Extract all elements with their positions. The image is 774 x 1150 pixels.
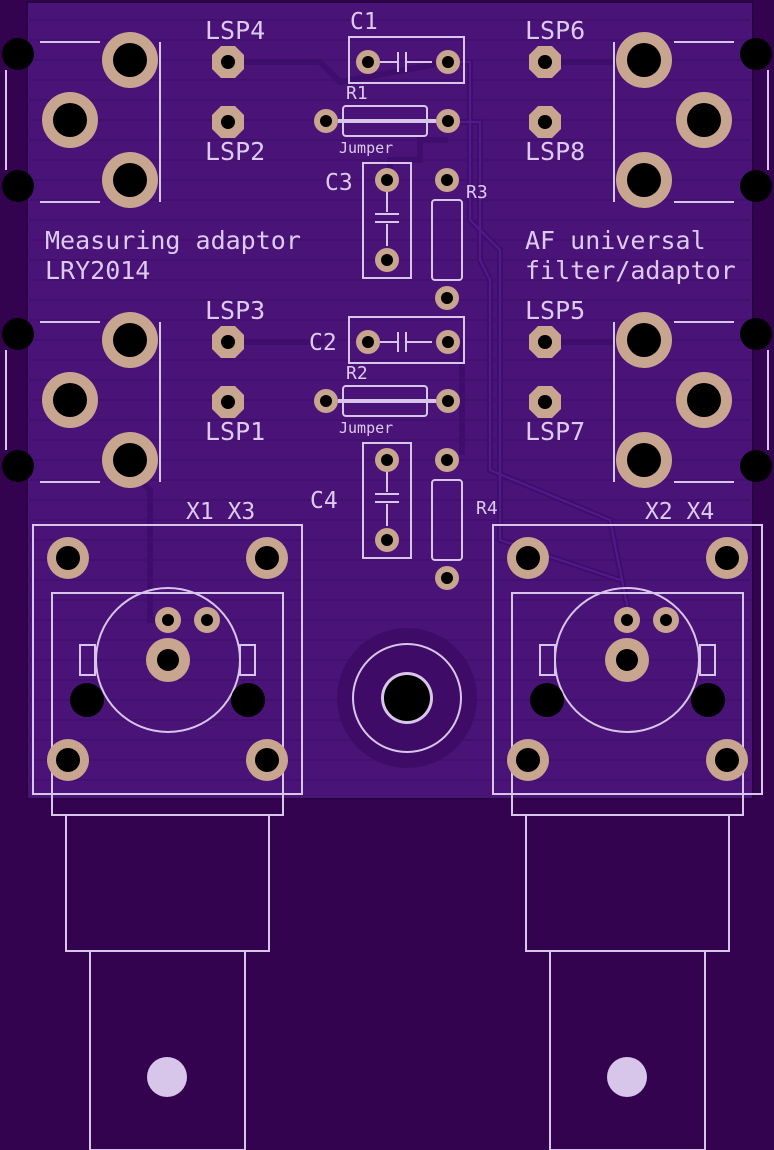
label-c2: C2 [309,330,337,356]
resistor-r3 [431,168,463,310]
title-left-line2: LRY2014 [45,256,150,285]
terminal-block-upper-right [613,32,772,208]
label-lsp1: LSP1 [205,417,265,446]
terminal-block-lower-left [2,312,161,488]
title-right-line1: AF universal [525,226,706,255]
bnc-connector-right [492,524,763,1150]
lsp-pads [212,46,561,418]
label-r1: R1 [346,83,368,104]
title-right-line2: filter/adaptor [525,256,736,285]
label-jumper-1: Jumper [339,139,393,157]
label-lsp8: LSP8 [525,137,585,166]
label-lsp3: LSP3 [205,296,265,325]
label-r2: R2 [346,363,368,384]
label-jumper-2: Jumper [339,419,393,437]
label-c3: C3 [325,170,353,196]
silkscreen-text: LSP4 LSP2 LSP3 LSP1 LSP6 LSP8 LSP5 LSP7 … [45,9,736,525]
terminal-block-lower-right [613,312,772,488]
terminal-block-upper-left [2,32,161,208]
capacitor-c4 [362,442,412,559]
label-c1: C1 [350,9,378,35]
label-r3: R3 [466,182,488,203]
resistor-r1 [314,105,460,137]
label-lsp2: LSP2 [205,137,265,166]
label-r4: R4 [476,498,498,519]
label-x1-x3: X1 X3 [186,499,255,525]
label-lsp5: LSP5 [525,296,585,325]
capacitor-c3 [362,162,412,279]
title-left-line1: Measuring adaptor [45,226,301,255]
mounting-hole [337,628,477,768]
label-lsp4: LSP4 [205,16,265,45]
resistor-r2 [314,385,460,417]
capacitor-c2 [348,316,465,364]
bnc-connector-left [32,524,303,1150]
label-x2-x4: X2 X4 [645,499,714,525]
resistor-r4 [431,448,463,590]
capacitor-c1 [348,36,465,84]
label-c4: C4 [310,488,338,514]
label-lsp6: LSP6 [525,16,585,45]
label-lsp7: LSP7 [525,417,585,446]
